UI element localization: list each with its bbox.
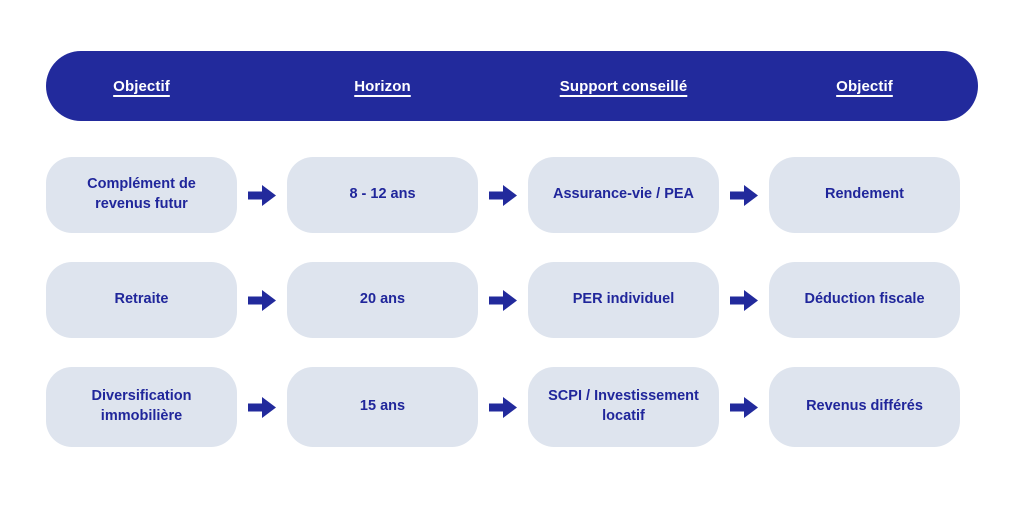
card-objectif-text: Retraite [114, 291, 169, 308]
card-objectif-text: Diversification immobilière [91, 388, 192, 424]
flow-row: Retraite 20 ans PER individuel [46, 262, 978, 338]
arrow-right-icon [237, 289, 287, 311]
header-label-support-conseille: Support conseillé [559, 77, 688, 95]
card-horizon[interactable]: 20 ans [287, 262, 478, 338]
arrow-right-icon [478, 184, 528, 206]
card-resultat[interactable]: Déduction fiscale [769, 262, 960, 338]
header-column-support-conseille: Support conseillé [528, 51, 719, 121]
card-horizon-text: 15 ans [359, 398, 406, 415]
card-objectif[interactable]: Retraite [46, 262, 237, 338]
header-column-objectif-final: Objectif [769, 51, 960, 121]
card-horizon[interactable]: 8 - 12 ans [287, 157, 478, 233]
card-support[interactable]: PER individuel [528, 262, 719, 338]
card-resultat-text: Revenus différés [806, 398, 923, 415]
card-support-text: Assurance-vie / PEA [552, 186, 695, 203]
header-label-objectif-final: Objectif [836, 77, 893, 95]
arrow-right-icon [719, 396, 769, 418]
table-header-bar: Objectif Horizon Support conseillé Objec… [46, 51, 978, 121]
arrow-right-icon [719, 289, 769, 311]
card-objectif[interactable]: Diversification immobilière [46, 367, 237, 447]
arrow-right-icon [237, 396, 287, 418]
card-horizon-text: 20 ans [359, 291, 406, 308]
card-support[interactable]: Assurance-vie / PEA [528, 157, 719, 233]
card-resultat[interactable]: Revenus différés [769, 367, 960, 447]
header-label-horizon: Horizon [354, 77, 411, 95]
card-resultat-text: Déduction fiscale [804, 291, 925, 308]
arrow-right-icon [719, 184, 769, 206]
card-objectif[interactable]: Complément de revenus futur [46, 157, 237, 233]
arrow-right-icon [237, 184, 287, 206]
flow-rows: Complément de revenus futur 8 - 12 ans A… [46, 157, 978, 447]
card-objectif-text: Complément de revenus futur [87, 176, 196, 212]
flow-row: Complément de revenus futur 8 - 12 ans A… [46, 157, 978, 233]
card-resultat[interactable]: Rendement [769, 157, 960, 233]
card-support-text: PER individuel [572, 291, 675, 308]
card-support-text: SCPI / Investissement locatif [548, 388, 699, 424]
header-label-objectif: Objectif [113, 77, 170, 95]
header-column-objectif: Objectif [46, 51, 237, 121]
card-support[interactable]: SCPI / Investissement locatif [528, 367, 719, 447]
arrow-right-icon [478, 289, 528, 311]
flow-row: Diversification immobilière 15 ans SCPI … [46, 367, 978, 447]
card-horizon[interactable]: 15 ans [287, 367, 478, 447]
arrow-right-icon [478, 396, 528, 418]
header-column-horizon: Horizon [287, 51, 478, 121]
card-horizon-text: 8 - 12 ans [349, 186, 416, 203]
card-resultat-text: Rendement [825, 186, 904, 203]
